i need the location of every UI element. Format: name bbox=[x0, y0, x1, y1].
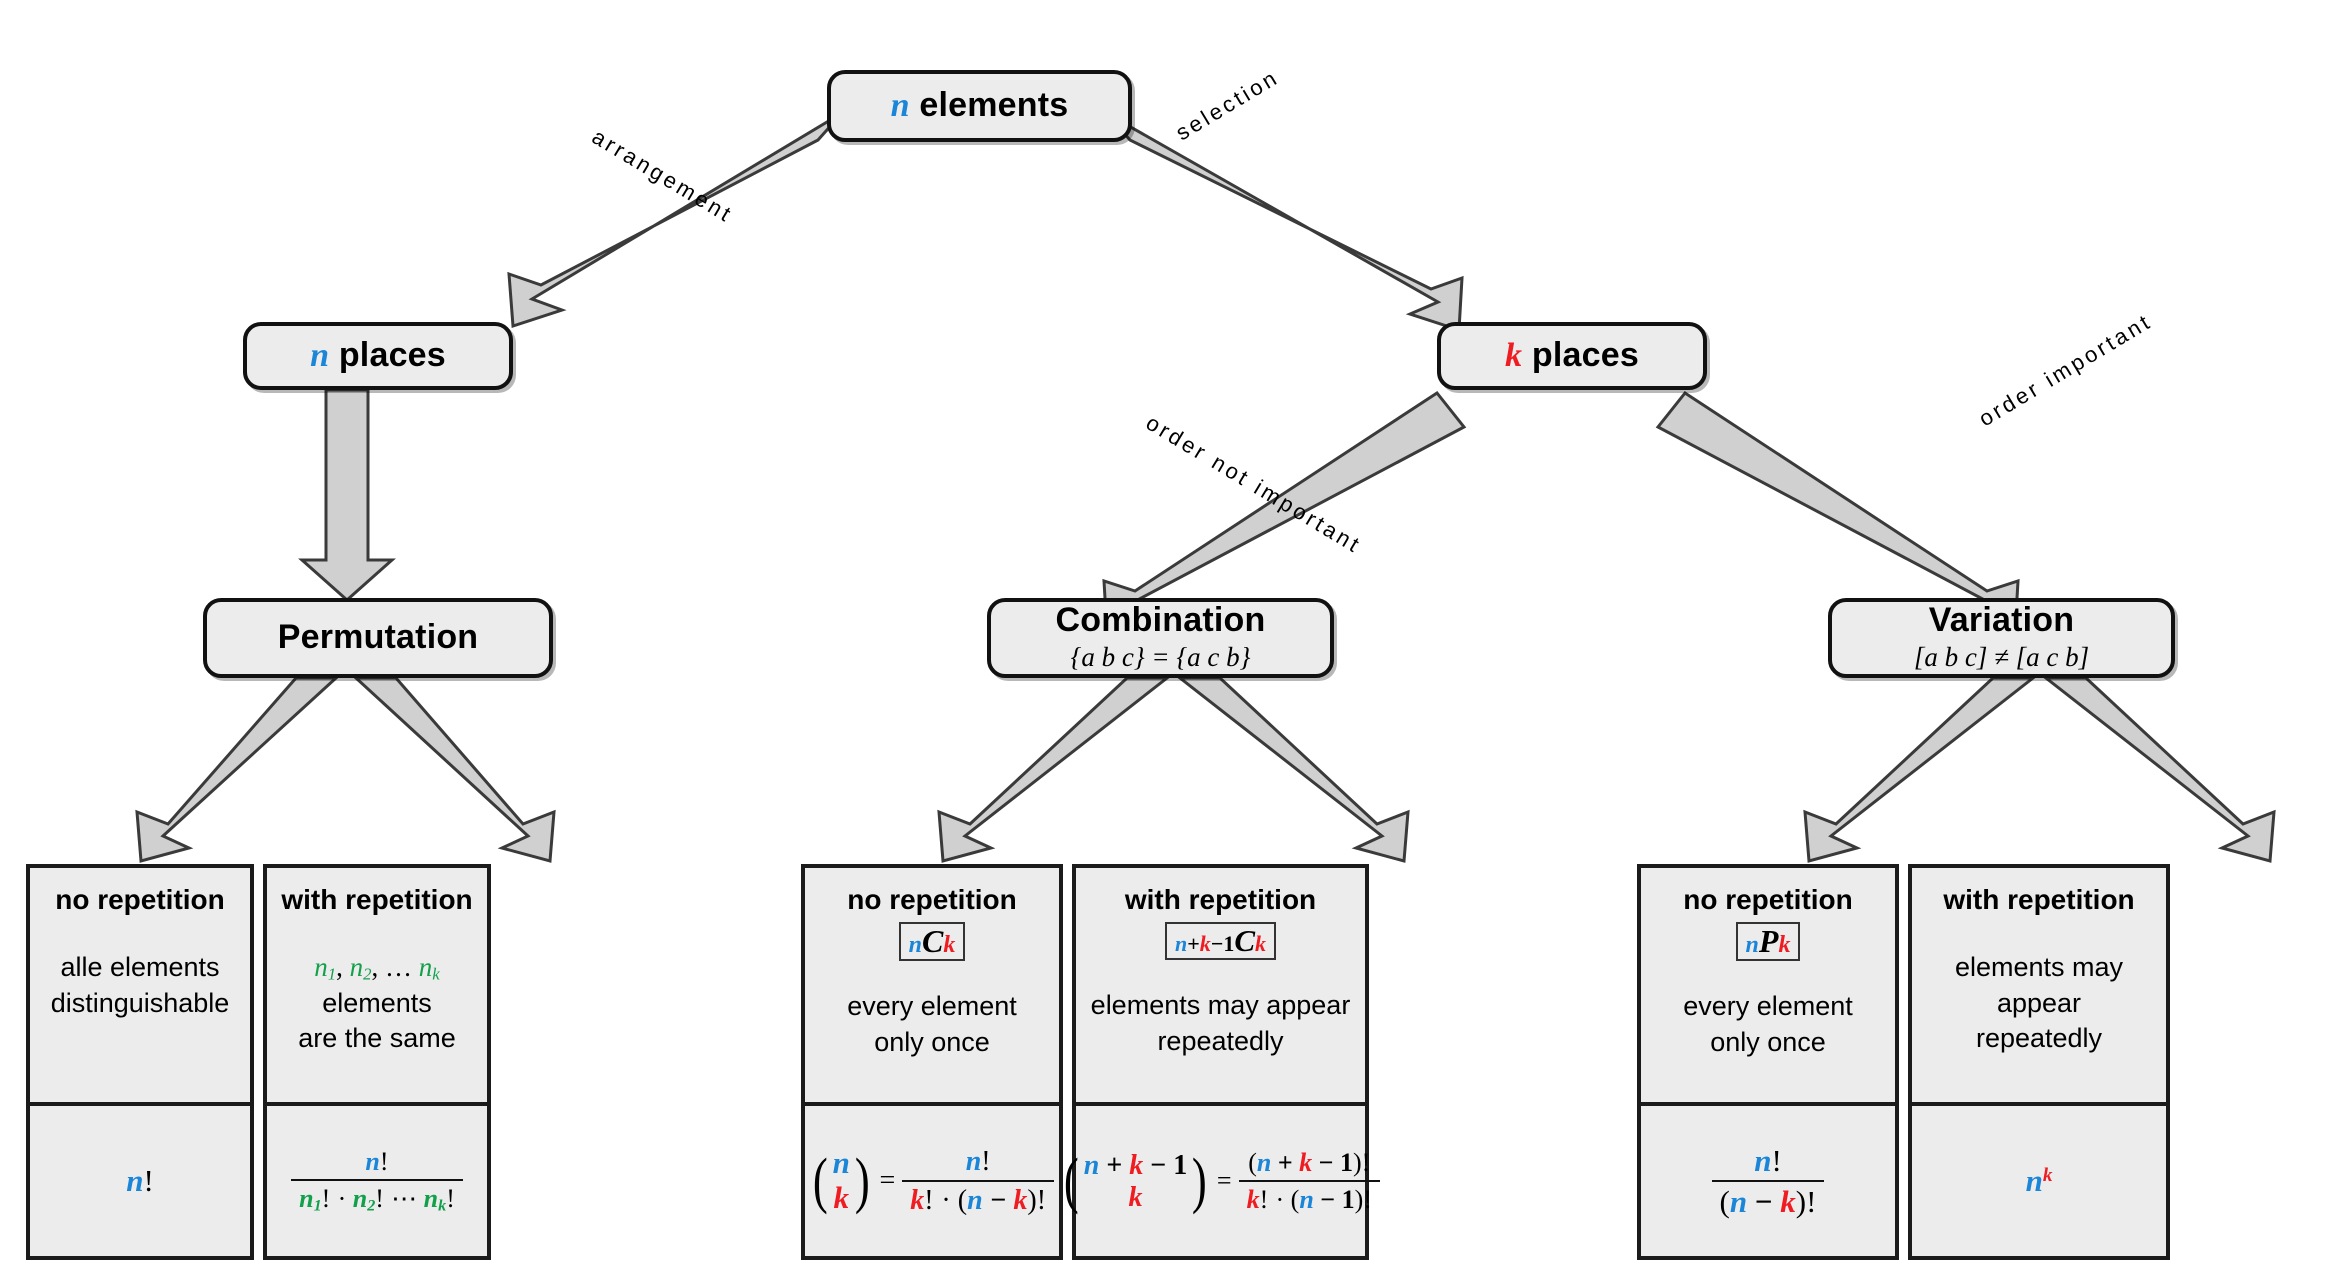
node-permutation-title: Permutation bbox=[277, 618, 479, 657]
leaf-head: no repetition bbox=[55, 884, 225, 915]
leaf-cell-description: with repetition elements may appear repe… bbox=[1912, 868, 2166, 1102]
var-n: n bbox=[890, 87, 910, 125]
node-combination[interactable]: Combination {a b c} = {a c b} bbox=[987, 598, 1334, 678]
leaf-cell-formula: n! (n − k)! bbox=[1641, 1102, 1895, 1256]
leaf-cell-formula: n! bbox=[30, 1102, 250, 1256]
arrow-combination-withrep bbox=[1175, 676, 1410, 863]
node-permutation[interactable]: Permutation bbox=[203, 598, 553, 678]
leaf-cell-description: no repetition nCk every element only onc… bbox=[805, 868, 1059, 1102]
desc-line-1: elements may appear bbox=[1090, 990, 1351, 1021]
leaf-permutation-no-repetition[interactable]: no repetition alle elements distinguisha… bbox=[26, 864, 254, 1260]
arrow-combination-norep bbox=[937, 676, 1172, 863]
formula-permutation-nk: n! (n − k)! bbox=[1711, 1144, 1825, 1218]
formula-n-factorial: n! bbox=[126, 1163, 154, 1198]
arrow-permutation-withrep bbox=[352, 676, 556, 863]
leaf-head: no repetition bbox=[847, 884, 1017, 915]
node-k-places[interactable]: k places bbox=[1437, 322, 1707, 390]
node-n-places-label: places bbox=[338, 336, 446, 375]
leaf-description: elements may appear repeatedly bbox=[1091, 988, 1351, 1065]
leaf-cell-description: no repetition alle elements distinguisha… bbox=[30, 868, 250, 1102]
arrow-selection bbox=[1104, 111, 1464, 333]
node-n-elements-label: elements bbox=[919, 86, 1069, 125]
desc-line-2: distinguishable bbox=[50, 987, 230, 1018]
leaf-head: with repetition bbox=[281, 884, 473, 915]
var-k: k bbox=[1505, 337, 1523, 375]
leaf-description: every element only once bbox=[847, 989, 1017, 1066]
arrow-arrangement bbox=[507, 111, 844, 329]
node-variation-title: Variation bbox=[1928, 600, 2075, 639]
leaf-head: with repetition bbox=[1124, 884, 1317, 915]
arrow-variation-norep bbox=[1803, 676, 2038, 863]
formula-binomial-nk: ( n k ) = n! k! · (n − k)! bbox=[810, 1146, 1055, 1215]
leaf-combination-no-repetition[interactable]: no repetition nCk every element only onc… bbox=[801, 864, 1063, 1260]
symbol-n-plus-k-minus-1-C-k: n+k−1Ck bbox=[1164, 922, 1277, 960]
symbol-nPk: nPk bbox=[1735, 922, 1801, 961]
desc-line-1: alle elements bbox=[60, 952, 220, 982]
desc-line-2: only once bbox=[874, 1026, 990, 1057]
leaf-description: elements may appear repeatedly bbox=[1920, 950, 2158, 1063]
desc-line-1: elements may appear bbox=[1954, 952, 2124, 1018]
leaf-permutation-with-repetition[interactable]: with repetition n1, n2, … nk elements ar… bbox=[263, 864, 491, 1260]
leaf-cell-description: with repetition n+k−1Ck elements may app… bbox=[1076, 868, 1365, 1102]
node-n-places[interactable]: n places bbox=[243, 322, 513, 390]
formula-multiset-combination: ( n + k − 1 k ) = (n + k − 1)! k! · (n −… bbox=[1061, 1148, 1380, 1213]
edge-label-selection: selection bbox=[1171, 64, 1284, 146]
desc-line-2: are the same bbox=[298, 1023, 456, 1054]
desc-line-2: repeatedly bbox=[1157, 1026, 1284, 1056]
edge-label-arrangement: arrangement bbox=[587, 123, 738, 228]
node-n-elements-title: n elements bbox=[890, 86, 1069, 125]
node-variation-subtitle: [a b c] ≠ [a c b] bbox=[1913, 642, 2090, 673]
leaf-cell-formula: ( n k ) = n! k! · (n − k)! bbox=[805, 1102, 1059, 1256]
arrow-variation-withrep bbox=[2041, 676, 2276, 863]
node-n-elements[interactable]: n elements bbox=[827, 70, 1132, 142]
node-variation[interactable]: Variation [a b c] ≠ [a c b] bbox=[1828, 598, 2175, 678]
formula-multiset-permutation: n! n1! · n2! ⋯ nk! bbox=[291, 1147, 463, 1214]
formula-n-power-k: nk bbox=[2025, 1163, 2053, 1198]
leaf-head: with repetition bbox=[1943, 884, 2135, 915]
leaf-cell-formula: nk bbox=[1912, 1102, 2166, 1256]
leaf-description: alle elements distinguishable bbox=[51, 950, 230, 1027]
leaf-description: n1, n2, … nk elements are the same bbox=[275, 950, 479, 1063]
var-n: n bbox=[310, 337, 330, 375]
node-k-places-title: k places bbox=[1505, 336, 1639, 375]
arrow-order-important bbox=[1655, 390, 2020, 636]
desc-line-1: every element bbox=[847, 990, 1017, 1021]
leaf-cell-formula: n! n1! · n2! ⋯ nk! bbox=[267, 1102, 487, 1256]
arrow-nplaces-permutation bbox=[298, 388, 396, 603]
desc-line-2: only once bbox=[1710, 1026, 1826, 1057]
arrow-permutation-norep bbox=[135, 676, 340, 863]
edge-label-order-not-important: order not important bbox=[1141, 409, 1367, 559]
desc-line-1: every element bbox=[1683, 990, 1853, 1021]
edge-label-order-important: order important bbox=[1974, 308, 2157, 432]
node-combination-subtitle: {a b c} = {a c b} bbox=[1070, 642, 1251, 673]
symbol-nCk: nCk bbox=[898, 922, 966, 961]
node-k-places-label: places bbox=[1531, 336, 1639, 375]
node-combination-title: Combination bbox=[1055, 600, 1266, 639]
leaf-variation-with-repetition[interactable]: with repetition elements may appear repe… bbox=[1908, 864, 2170, 1260]
leaf-cell-description: with repetition n1, n2, … nk elements ar… bbox=[267, 868, 487, 1102]
desc-line-1: n1, n2, … nk elements bbox=[314, 952, 440, 1018]
leaf-description: every element only once bbox=[1683, 989, 1853, 1066]
node-n-places-title: n places bbox=[310, 336, 446, 375]
leaf-combination-with-repetition[interactable]: with repetition n+k−1Ck elements may app… bbox=[1064, 864, 1380, 1260]
desc-line-2: repeatedly bbox=[1975, 1023, 2103, 1054]
leaf-cell-description: no repetition nPk every element only onc… bbox=[1641, 868, 1895, 1102]
leaf-cell-formula: ( n + k − 1 k ) = (n + k − 1)! k! · (n −… bbox=[1064, 1102, 1380, 1256]
leaf-head: no repetition bbox=[1683, 884, 1853, 915]
leaf-variation-no-repetition[interactable]: no repetition nPk every element only onc… bbox=[1637, 864, 1899, 1260]
